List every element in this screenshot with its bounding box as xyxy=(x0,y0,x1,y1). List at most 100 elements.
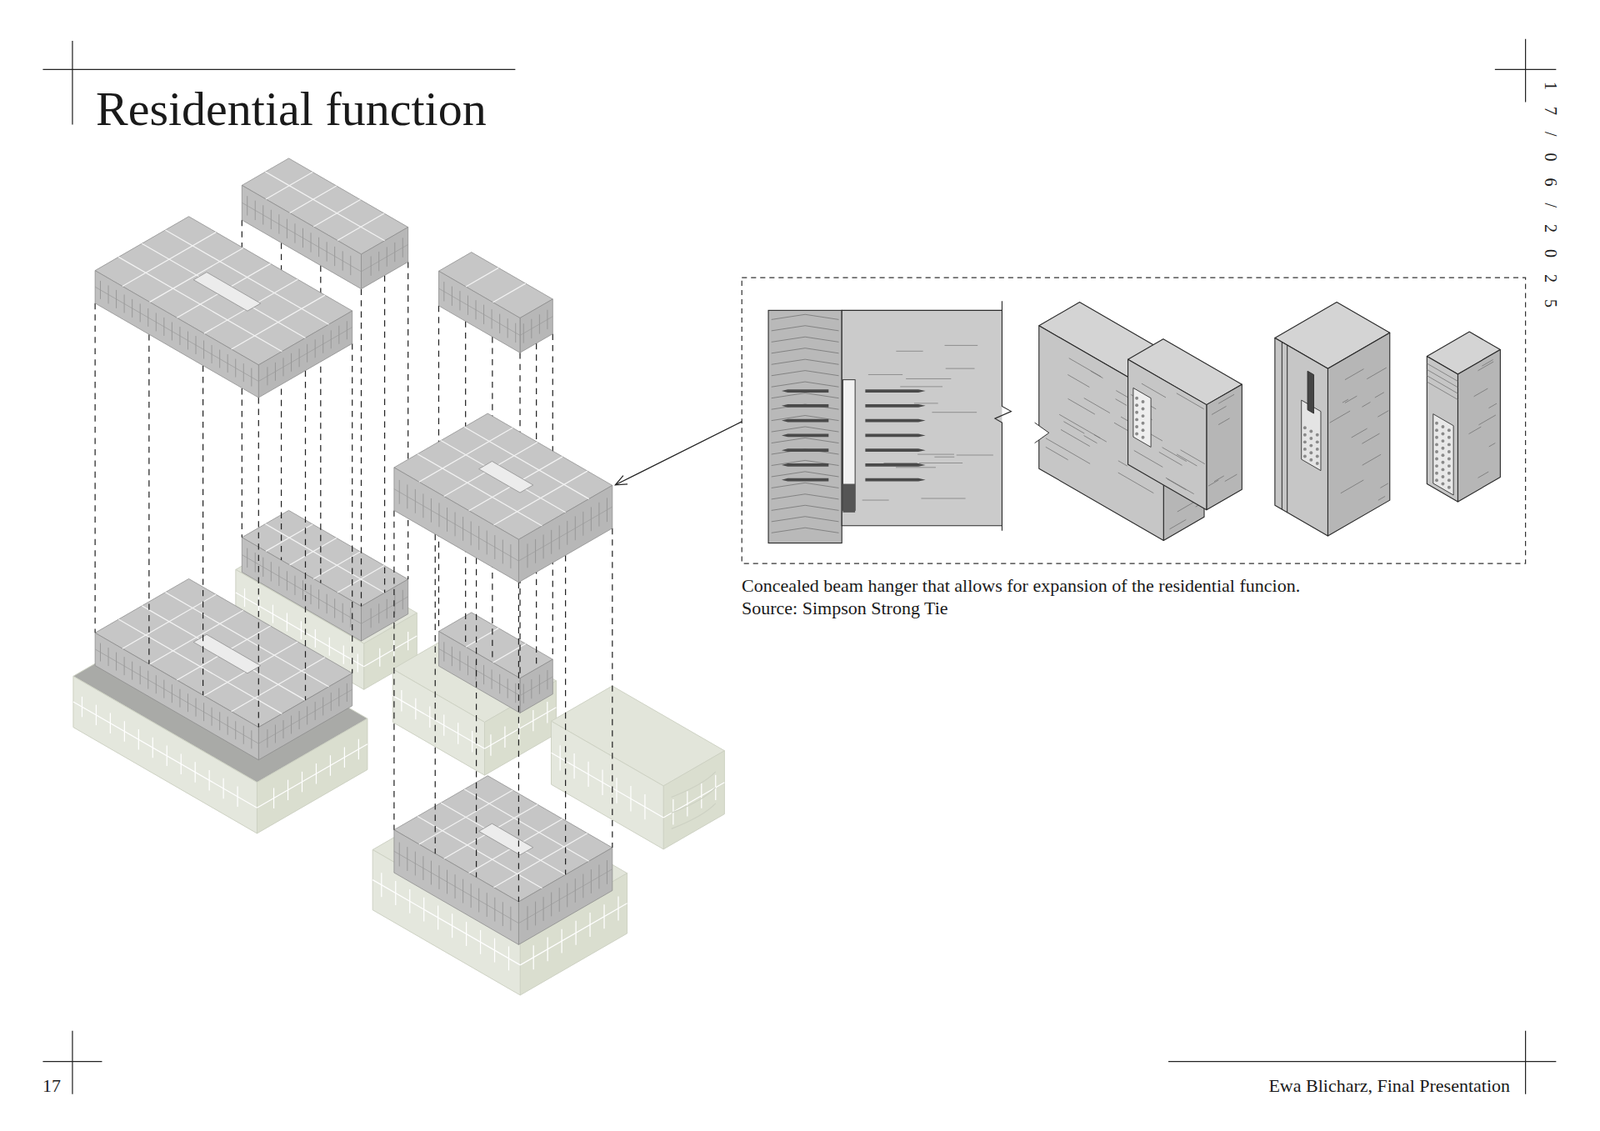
balcony-edge xyxy=(671,803,716,830)
nail-hole xyxy=(1447,450,1451,454)
wood-grain xyxy=(1478,471,1490,478)
module-joint xyxy=(165,230,329,325)
wood-grain xyxy=(1468,426,1481,435)
wood-grain xyxy=(1362,454,1381,465)
courtyard-opening xyxy=(193,272,260,312)
axonometric-scene xyxy=(73,158,725,995)
crop-mark xyxy=(1525,1030,1526,1095)
nail-hole xyxy=(1141,428,1145,432)
wood-grain xyxy=(1378,495,1385,500)
wood-grain xyxy=(862,500,890,501)
nail-hole xyxy=(1435,435,1439,440)
wood-grain xyxy=(1167,479,1187,490)
exploded-module xyxy=(95,216,353,398)
author-footer: Ewa Blicharz, Final Presentation xyxy=(1268,1075,1510,1097)
slide-title: Residential function xyxy=(95,80,487,137)
nail-hole xyxy=(1303,433,1307,437)
wood-grain xyxy=(1177,502,1194,512)
wood-grain xyxy=(1340,480,1364,494)
module-joint xyxy=(464,789,590,861)
wood-grain xyxy=(1150,433,1163,441)
date-stamp: 17/06/2025 xyxy=(1540,81,1560,325)
wood-grain xyxy=(1214,475,1225,482)
section-drawing xyxy=(768,300,1011,543)
screw xyxy=(781,463,829,467)
wood-grain xyxy=(895,350,923,352)
hanger-seat xyxy=(842,484,855,513)
wood-grain xyxy=(1218,394,1235,404)
hanger-slot xyxy=(1307,370,1314,414)
podium-building xyxy=(73,612,368,834)
projection-line xyxy=(611,528,613,848)
page-number: 17 xyxy=(42,1075,61,1097)
side-face xyxy=(1327,332,1390,536)
nail-hole xyxy=(1141,435,1145,440)
hanger-plate xyxy=(1433,414,1454,495)
floor-line xyxy=(438,288,520,335)
wood-grain xyxy=(1134,450,1164,467)
wood-grain xyxy=(771,393,840,399)
side-face xyxy=(520,299,553,353)
wood-grain xyxy=(1218,418,1230,425)
wood-grain xyxy=(771,482,840,488)
floor-line xyxy=(551,752,665,818)
wood-grain xyxy=(771,325,840,331)
wood-grain xyxy=(1176,393,1205,410)
projection-line xyxy=(305,370,306,701)
nail-hole xyxy=(1440,460,1445,465)
balcony-edge xyxy=(671,771,716,798)
module-joint xyxy=(493,643,526,663)
callout-arrow xyxy=(615,421,742,485)
crop-marks xyxy=(42,39,1556,1095)
wood-grain xyxy=(771,359,840,365)
module-joint xyxy=(165,592,329,687)
wood-grain xyxy=(771,336,840,342)
wood-grain xyxy=(1330,410,1351,423)
crop-mark xyxy=(42,69,515,70)
side-face xyxy=(520,659,553,713)
screw xyxy=(865,404,925,408)
floor-line xyxy=(394,850,520,923)
detail-frame xyxy=(741,277,1525,564)
nail-hole xyxy=(1309,430,1313,434)
wood-grain xyxy=(1380,483,1388,488)
wood-grain xyxy=(1361,401,1370,407)
nail-hole xyxy=(1440,446,1445,450)
wood-grain xyxy=(1060,429,1090,446)
projection-line xyxy=(258,397,260,728)
module-joint xyxy=(417,454,543,526)
projection-line xyxy=(360,289,362,607)
wood-grain xyxy=(1345,369,1364,380)
module-joint xyxy=(118,619,282,714)
wood-grain xyxy=(1342,399,1349,403)
wood-grain xyxy=(920,498,965,500)
side-face xyxy=(439,270,520,353)
nail-hole xyxy=(1440,432,1445,436)
figure-caption: Concealed beam hanger that allows for ex… xyxy=(741,575,1300,597)
projection-line xyxy=(95,303,96,634)
courtyard-opening xyxy=(193,634,260,674)
wood-grain xyxy=(771,516,840,522)
module-joint xyxy=(141,243,305,338)
wood-grain xyxy=(1474,388,1489,397)
wood-grain xyxy=(771,437,840,443)
module-joint xyxy=(493,283,526,303)
wood-grain xyxy=(1225,474,1238,481)
nail-hole xyxy=(1315,433,1320,437)
screw xyxy=(865,463,925,467)
nail-hole xyxy=(1141,400,1145,404)
screw xyxy=(865,419,925,423)
beam-outline xyxy=(841,310,1002,525)
wood-grain xyxy=(1180,450,1205,465)
wood-grain xyxy=(1488,403,1497,409)
screw xyxy=(781,478,829,482)
nail-hole xyxy=(1303,440,1307,444)
wood-grain xyxy=(1345,395,1357,403)
floor-line xyxy=(241,555,361,625)
balcony-edge xyxy=(671,787,716,814)
nail-hole xyxy=(1447,464,1451,468)
wood-grain xyxy=(1045,438,1090,465)
nail-hole xyxy=(1135,432,1139,436)
module-joint xyxy=(265,524,385,594)
wood-grain xyxy=(914,402,939,404)
